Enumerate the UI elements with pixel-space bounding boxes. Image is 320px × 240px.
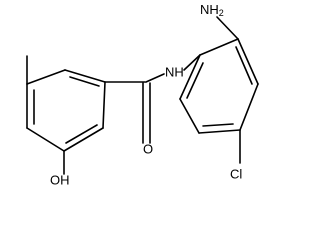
bond <box>179 98 200 134</box>
bond <box>26 69 66 85</box>
amide-nh-label: NH <box>165 64 184 79</box>
right-benzene-ring <box>179 38 259 134</box>
bond <box>179 54 201 100</box>
amine-label: NH2 <box>200 2 224 18</box>
double-bond-inner <box>65 124 98 144</box>
amine-label-subscript: 2 <box>219 8 224 18</box>
nh-to-ring-bond <box>183 54 201 71</box>
double-bond-inner <box>202 123 234 127</box>
carbonyl-to-nh-bond <box>145 73 165 83</box>
double-bond-inner <box>186 62 204 99</box>
double-bond-inner <box>235 46 253 85</box>
amine-bond <box>216 16 239 40</box>
bond <box>63 127 104 152</box>
chloro-label: Cl <box>230 166 242 181</box>
molecular-structure-diagram: NH2 NH O Cl OH <box>26 2 259 187</box>
bond <box>199 38 239 56</box>
bond <box>26 127 65 152</box>
bond <box>102 81 106 129</box>
amine-label-main: NH <box>200 2 219 17</box>
bond <box>239 83 259 131</box>
bond <box>237 38 259 85</box>
hydroxyl-label: OH <box>50 172 70 187</box>
bond <box>198 129 241 134</box>
bond <box>64 69 106 83</box>
carbonyl-oxygen-label: O <box>143 141 153 156</box>
double-bond-inner <box>69 76 100 87</box>
left-benzene-ring <box>26 69 106 152</box>
